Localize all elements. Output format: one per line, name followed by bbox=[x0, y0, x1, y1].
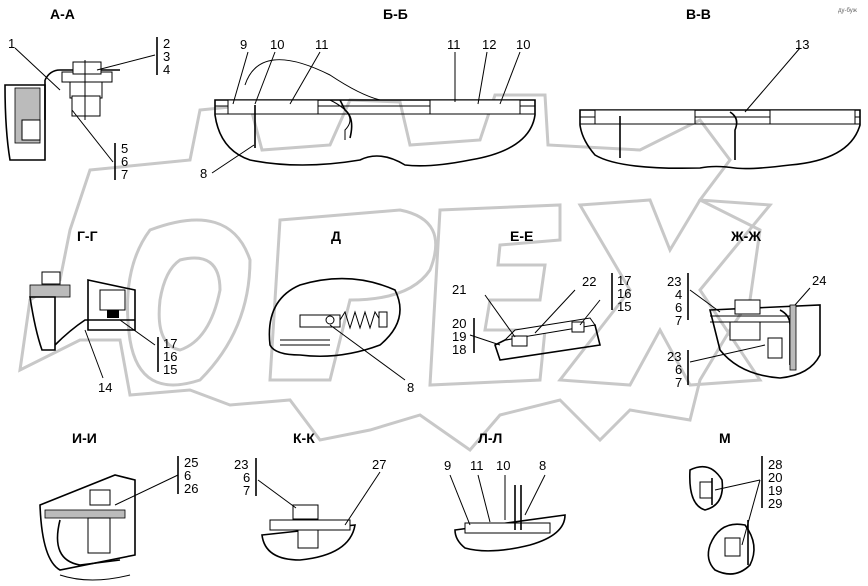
callout-14: 14 bbox=[98, 380, 112, 395]
callout-10-l: 10 bbox=[496, 458, 510, 473]
callout-7-zh-b: 7 bbox=[675, 375, 682, 390]
callout-8-l: 8 bbox=[539, 458, 546, 473]
view-title-a-a: А-А bbox=[50, 6, 75, 22]
callout-20: 20 bbox=[452, 316, 466, 331]
view-a-a: А-А 1 2 3 4 5 6 7 bbox=[4, 6, 170, 182]
callout-19: 19 bbox=[452, 329, 466, 344]
callout-21: 21 bbox=[452, 282, 466, 297]
view-title-i-i: И-И bbox=[72, 430, 97, 446]
callout-17: 17 bbox=[163, 336, 177, 351]
callout-8: 8 bbox=[200, 166, 207, 181]
view-k-k: К-К 23 6 7 27 bbox=[234, 430, 386, 561]
callout-6-i: 6 bbox=[184, 468, 191, 483]
view-l-l: Л-Л 9 11 10 8 bbox=[444, 430, 566, 552]
view-v-v: В-В 13 bbox=[579, 6, 861, 170]
callout-28: 28 bbox=[768, 457, 782, 472]
view-i-i: И-И 25 6 26 bbox=[39, 430, 198, 581]
callout-5: 5 bbox=[121, 141, 128, 156]
callout-4: 4 bbox=[163, 62, 170, 77]
callout-16: 16 bbox=[163, 349, 177, 364]
callout-3: 3 bbox=[163, 49, 170, 64]
corner-watermark: ду-буж bbox=[838, 8, 857, 14]
callout-18: 18 bbox=[452, 342, 466, 357]
view-m: М 28 20 19 29 bbox=[688, 430, 782, 575]
callout-19-m: 19 bbox=[768, 483, 782, 498]
callout-15: 15 bbox=[163, 362, 177, 377]
callout-11: 11 bbox=[315, 37, 329, 52]
callout-4-zh: 4 bbox=[675, 287, 682, 302]
callout-23-k: 23 bbox=[234, 457, 248, 472]
callout-16-e: 16 bbox=[617, 286, 631, 301]
callout-9-l: 9 bbox=[444, 458, 451, 473]
callout-11-l: 11 bbox=[470, 458, 484, 473]
view-d: Д 8 bbox=[268, 228, 414, 395]
view-title-b-b: Б-Б bbox=[383, 6, 408, 22]
view-title-k-k: К-К bbox=[293, 430, 315, 446]
callout-6-zh-b: 6 bbox=[675, 362, 682, 377]
view-zh-zh: Ж-Ж 23 4 6 7 23 6 7 24 bbox=[667, 228, 826, 390]
callout-6: 6 bbox=[121, 154, 128, 169]
callout-10b: 10 bbox=[516, 37, 530, 52]
callout-10: 10 bbox=[270, 37, 284, 52]
callout-15-e: 15 bbox=[617, 299, 631, 314]
callout-6-k: 6 bbox=[243, 470, 250, 485]
callout-2: 2 bbox=[163, 36, 170, 51]
callout-7: 7 bbox=[121, 167, 128, 182]
view-title-g-g: Г-Г bbox=[77, 228, 98, 244]
view-b-b: Б-Б 9 10 11 11 12 10 8 bbox=[200, 6, 536, 181]
callout-26: 26 bbox=[184, 481, 198, 496]
callout-23: 23 bbox=[667, 274, 681, 289]
callout-27: 27 bbox=[372, 457, 386, 472]
callout-22: 22 bbox=[582, 274, 596, 289]
view-title-d: Д bbox=[331, 228, 341, 244]
callout-29: 29 bbox=[768, 496, 782, 511]
watermark-logo bbox=[18, 93, 774, 453]
callout-25: 25 bbox=[184, 455, 198, 470]
view-title-zh-zh: Ж-Ж bbox=[730, 228, 761, 244]
callout-9: 9 bbox=[240, 37, 247, 52]
view-title-m: М bbox=[719, 430, 731, 446]
callout-20-m: 20 bbox=[768, 470, 782, 485]
callout-17-e: 17 bbox=[617, 273, 631, 288]
callout-12: 12 bbox=[482, 37, 496, 52]
callout-1: 1 bbox=[8, 36, 15, 51]
callout-24: 24 bbox=[812, 273, 826, 288]
callout-7-k: 7 bbox=[243, 483, 250, 498]
view-e-e: Е-Е 21 22 17 16 15 20 19 18 bbox=[452, 228, 631, 361]
callout-23b: 23 bbox=[667, 349, 681, 364]
view-title-l-l: Л-Л bbox=[478, 430, 502, 446]
view-title-v-v: В-В bbox=[686, 6, 711, 22]
callout-7-zh: 7 bbox=[675, 313, 682, 328]
view-title-e-e: Е-Е bbox=[510, 228, 533, 244]
callout-8-d: 8 bbox=[407, 380, 414, 395]
callout-6-zh: 6 bbox=[675, 300, 682, 315]
callout-13: 13 bbox=[795, 37, 809, 52]
view-g-g: Г-Г 17 16 15 14 bbox=[29, 228, 177, 395]
callout-11b: 11 bbox=[447, 37, 461, 52]
